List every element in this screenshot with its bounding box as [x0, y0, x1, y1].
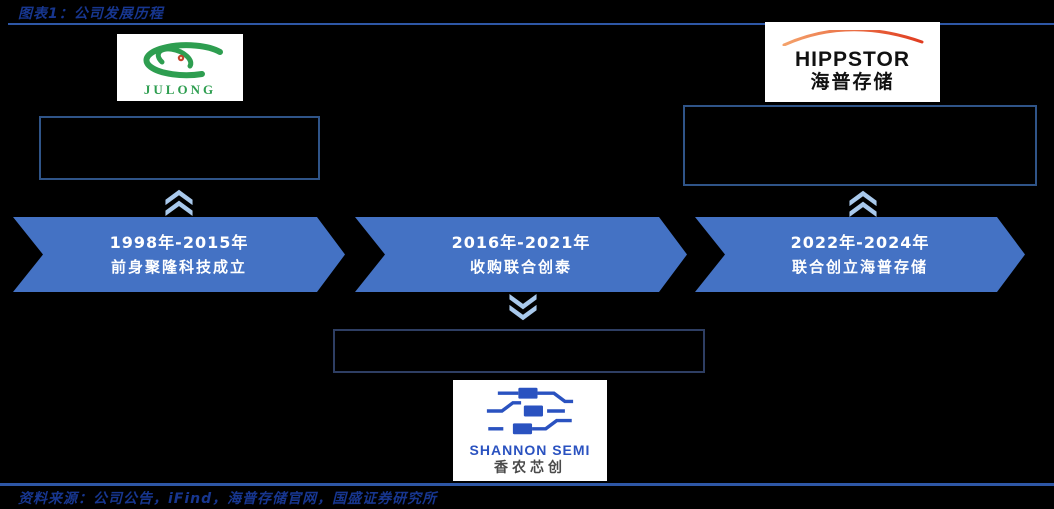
callout-box-left: [39, 116, 320, 180]
figure-title: 图表1：公司发展历程: [18, 6, 164, 22]
shannon-semi-logo: SHANNON SEMI 香农芯创: [453, 380, 607, 481]
stage-3-period: 2022年-2024年: [790, 232, 930, 252]
julong-logo: JULONG: [117, 34, 243, 101]
stage-2-period: 2016年-2021年: [451, 232, 591, 252]
julong-logo-text: JULONG: [143, 81, 217, 97]
hippstor-arc-icon: [778, 28, 928, 50]
chevron-down-icon: [507, 294, 539, 322]
data-source-note: 资料来源：公司公告，iFind，海普存储官网，国盛证券研究所: [18, 491, 438, 507]
stage-2-event: 收购联合创泰: [469, 257, 572, 276]
callout-box-right: [683, 105, 1037, 186]
timeline-stage-2: 2016年-2021年 收购联合创泰: [355, 217, 687, 292]
shannon-circuit-icon: [475, 385, 585, 441]
stage-3-event: 联合创立海普存储: [791, 257, 928, 276]
shannon-logo-subtitle: 香农芯创: [494, 459, 566, 476]
timeline-stage-3: 2022年-2024年 联合创立海普存储: [695, 217, 1025, 292]
stage-1-event: 前身聚隆科技成立: [110, 257, 247, 276]
chevron-up-icon: [163, 188, 195, 216]
timeline-stage-1: 1998年-2015年 前身聚隆科技成立: [13, 217, 345, 292]
footer-divider: [0, 483, 1054, 486]
shannon-logo-text: SHANNON SEMI: [469, 441, 591, 458]
julong-swirl-icon: [132, 38, 228, 84]
hippstor-logo-subtitle: 海普存储: [810, 71, 895, 93]
hippstor-logo: HIPPSTOR 海普存储: [765, 22, 940, 102]
callout-box-bottom: [333, 329, 705, 373]
chevron-up-icon: [847, 189, 879, 217]
hippstor-logo-text: HIPPSTOR: [795, 48, 910, 71]
header-divider: [8, 23, 1054, 25]
stage-1-period: 1998年-2015年: [109, 232, 249, 252]
